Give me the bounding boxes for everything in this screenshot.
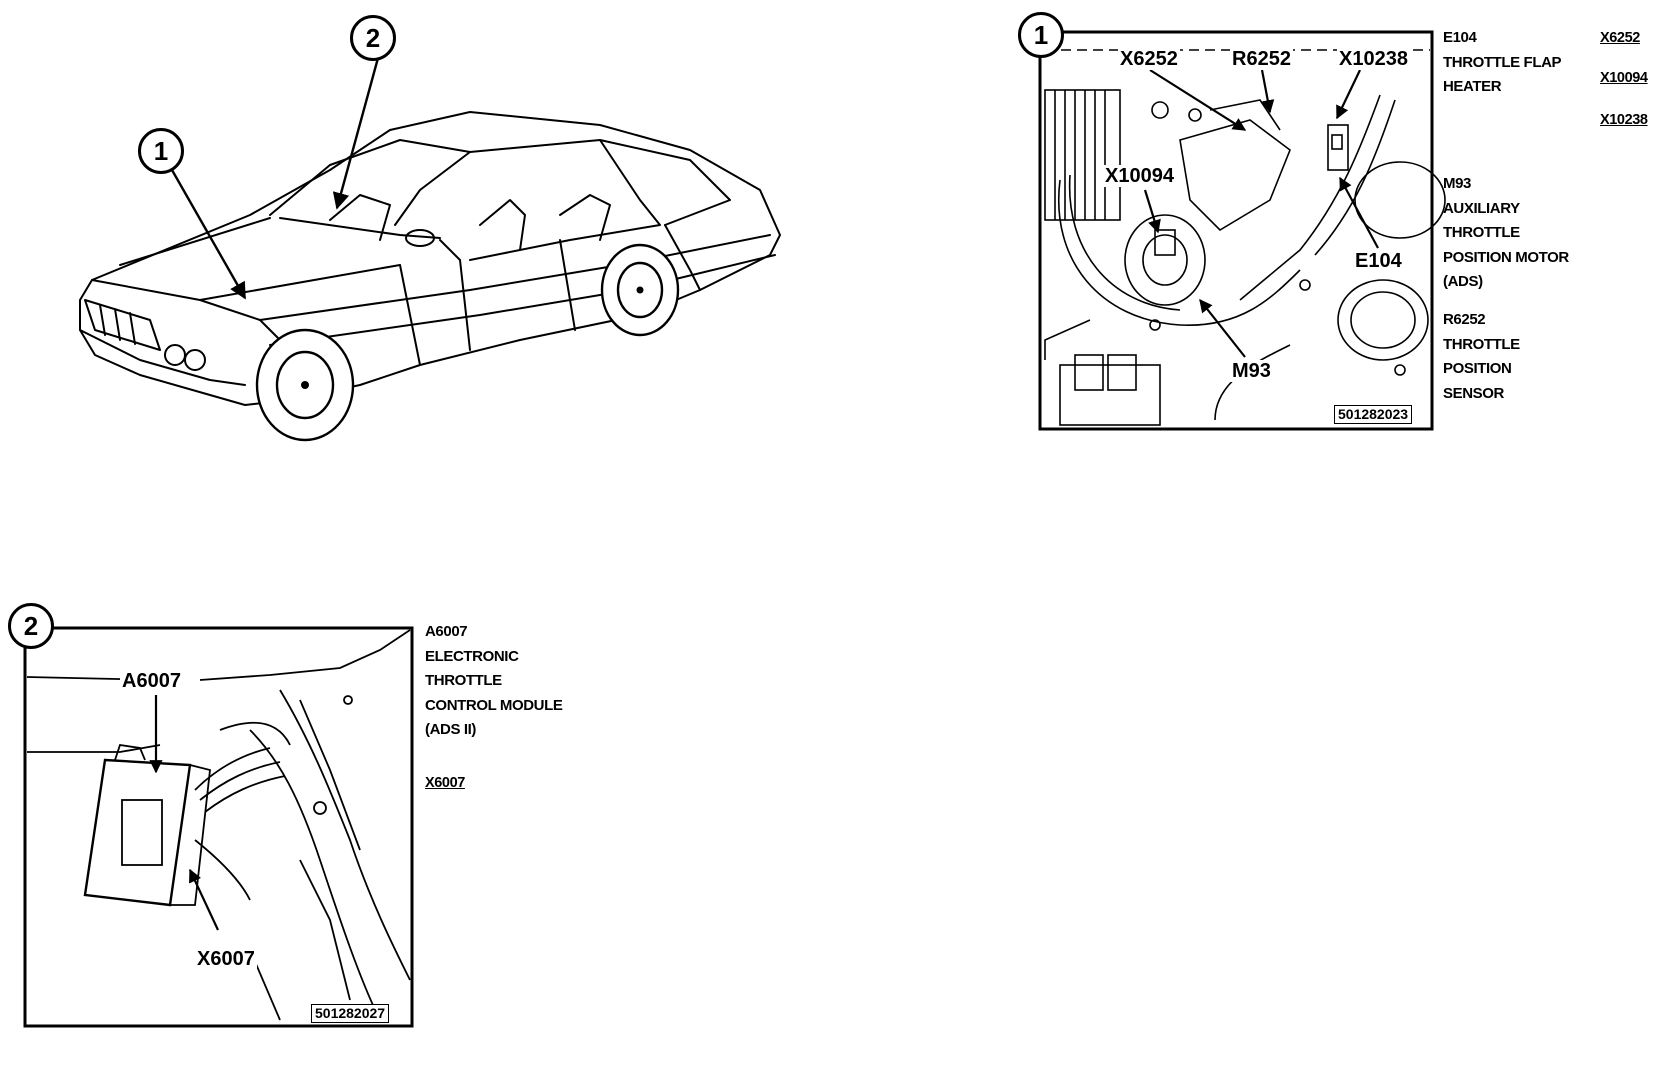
connector-x10238: X10238 (1600, 112, 1648, 128)
legend-e104-line-1: THROTTLE FLAP (1443, 53, 1562, 71)
overview-badge-2: 2 (350, 15, 396, 61)
connector-x6007: X6007 (425, 775, 465, 791)
legend-m93-block: M93 AUXILIARY THROTTLE POSITION MOTOR (A… (1443, 172, 1569, 295)
legend-e104-line-2: HEATER (1443, 78, 1502, 95)
connector-x10094: X10094 (1600, 70, 1648, 86)
legend-a6007-block: A6007 ELECTRONIC THROTTLE CONTROL MODULE… (425, 620, 563, 743)
legend-m93-code: M93 (1443, 175, 1471, 192)
legend-m93-line-2: THROTTLE (1443, 224, 1520, 241)
legend-a6007-line-1: ELECTRONIC (425, 647, 519, 665)
overview-badge-1: 1 (138, 128, 184, 174)
legend-a6007-line-2: THROTTLE (425, 672, 502, 689)
callout-x10238: X10238 (1337, 48, 1410, 70)
legend-r6252-line-1: THROTTLE (1443, 335, 1520, 353)
panel-2-badge: 2 (8, 603, 54, 649)
legend-e104-code: E104 (1443, 29, 1477, 46)
legend-a6007-line-3: CONTROL MODULE (425, 696, 563, 714)
panel-2-figure-id: 501282027 (311, 1004, 390, 1023)
callout-x6252: X6252 (1118, 48, 1180, 70)
panel-1-badge: 1 (1018, 12, 1064, 58)
legend-r6252-line-2: POSITION (1443, 360, 1512, 377)
callout-e104: E104 (1353, 250, 1404, 272)
legend-r6252-block: R6252 THROTTLE POSITION SENSOR (1443, 308, 1520, 406)
legend-r6252-code: R6252 (1443, 311, 1486, 328)
callout-a6007: A6007 (120, 670, 183, 692)
legend-a6007-line-4: (ADS II) (425, 721, 476, 738)
callout-m93: M93 (1230, 360, 1273, 382)
legend-m93-line-3: POSITION MOTOR (1443, 248, 1569, 266)
legend-r6252-line-3: SENSOR (1443, 384, 1504, 402)
callout-x6007: X6007 (195, 948, 257, 970)
connector-x6252: X6252 (1600, 30, 1640, 46)
callout-x10094: X10094 (1103, 165, 1176, 187)
callout-r6252: R6252 (1230, 48, 1293, 70)
legend-m93-line-1: AUXILIARY (1443, 199, 1520, 217)
legend-m93-line-4: (ADS) (1443, 273, 1483, 290)
legend-e104-block: E104 THROTTLE FLAP HEATER (1443, 26, 1562, 100)
panel-1-figure-id: 501282023 (1334, 405, 1413, 424)
legend-a6007-code: A6007 (425, 623, 468, 640)
